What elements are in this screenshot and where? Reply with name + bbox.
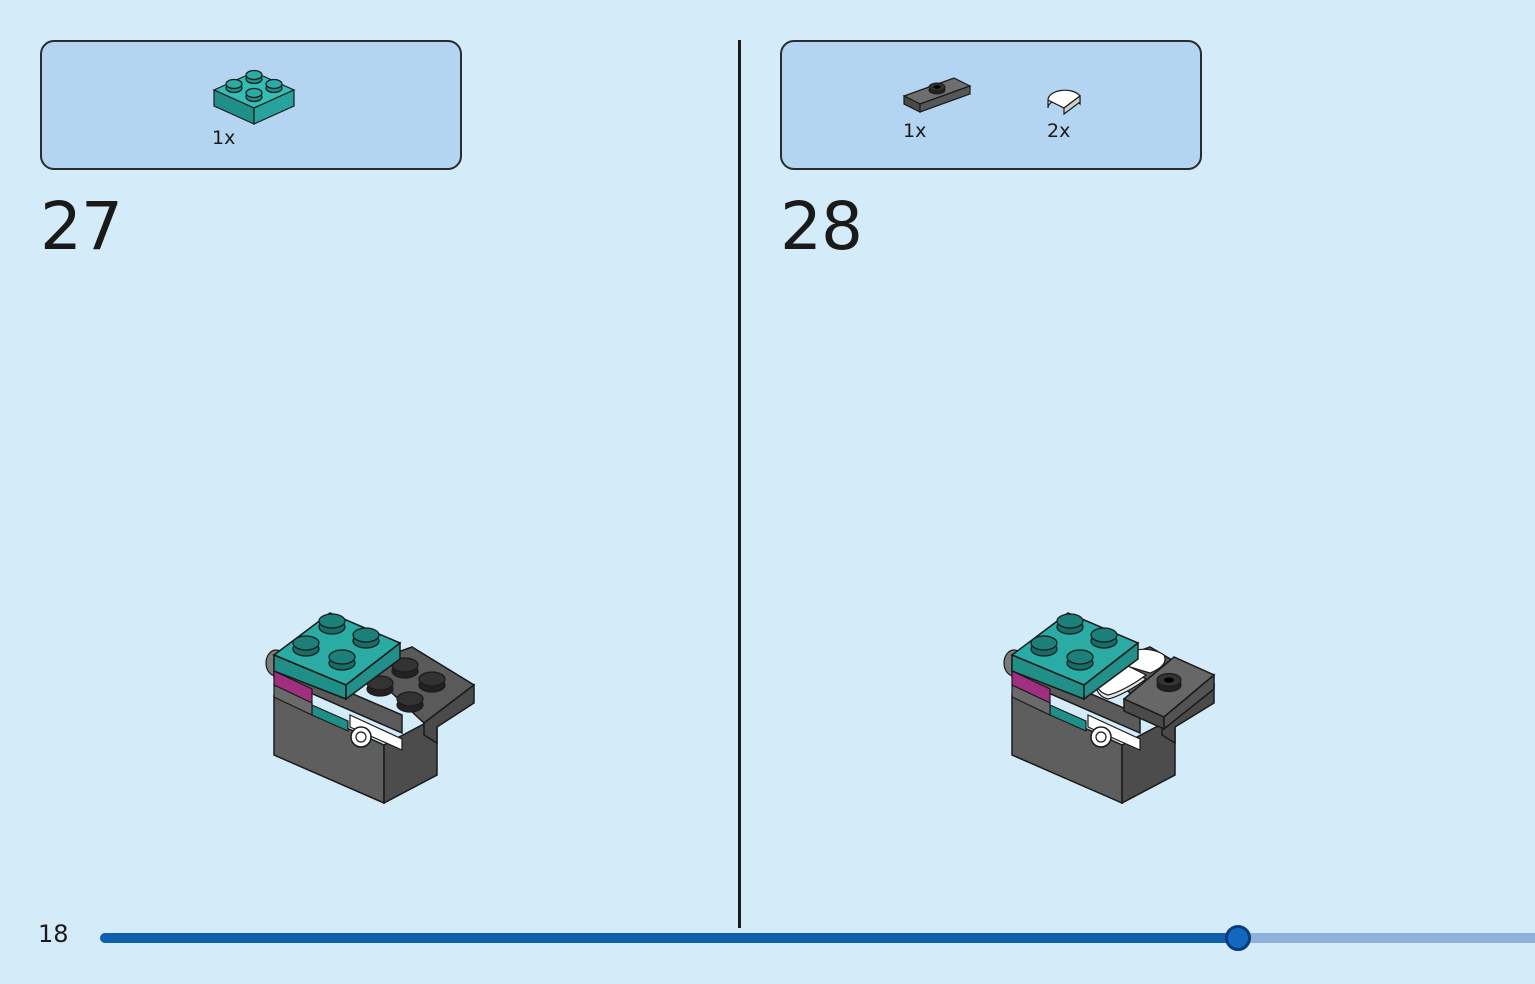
page-number: 18 [38,920,69,948]
model-step-27 [265,612,476,805]
step-number-27: 27 [40,188,123,265]
progress-knob [1225,925,1251,951]
model-step-28 [1003,612,1216,805]
progress-fill [100,933,1237,943]
teal-2x2-plate-icon [212,64,302,134]
step-number-28: 28 [780,188,863,265]
parts-callout-step-27: 1x [40,40,462,170]
dark-gray-1x2-jumper-plate-icon [902,72,972,117]
part-quantity: 2x [1047,120,1071,142]
part-quantity: 1x [212,127,236,149]
parts-callout-step-28: 1x 2x [780,40,1202,170]
white-round-tile-icon [1044,86,1084,118]
part-quantity: 1x [903,120,927,142]
step-divider [738,40,741,928]
